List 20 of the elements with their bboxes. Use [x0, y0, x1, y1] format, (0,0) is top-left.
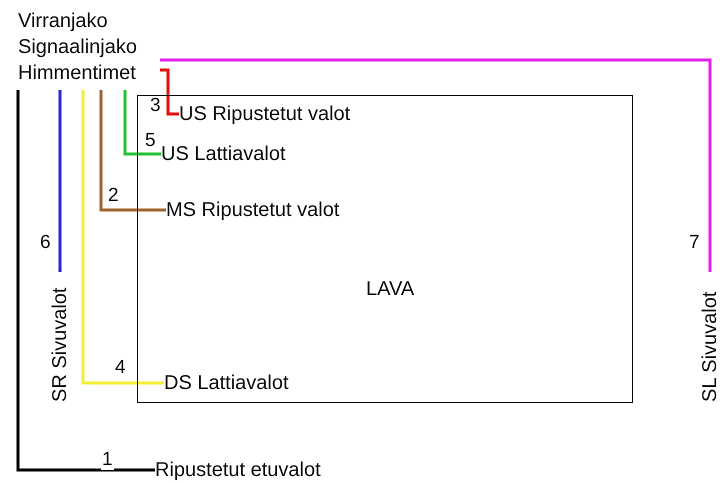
fixture-label: US Ripustetut valot	[179, 101, 350, 127]
fixture-label: MS Ripustetut valot	[166, 197, 340, 223]
fixture-label: US Lattiavalot	[161, 141, 286, 167]
fixture-label: SR Sivuvalot	[47, 272, 73, 402]
edge-label: 1	[101, 450, 114, 470]
source-label: Himmentimet	[18, 61, 136, 86]
fixture-label: DS Lattiavalot	[164, 370, 289, 396]
cable-line	[16, 90, 155, 472]
cable-line	[124, 90, 161, 156]
fixture-label: SL Sivuvalot	[697, 272, 722, 402]
fixture-label: Ripustetut etuvalot	[155, 457, 321, 483]
cable-line	[82, 90, 164, 384]
cable-line	[160, 68, 179, 116]
source-label: Virranjako	[18, 9, 108, 34]
cable-line	[100, 90, 166, 212]
cable-line	[160, 58, 712, 272]
stage-label: LAVA	[366, 277, 414, 302]
cable-line	[58, 90, 62, 272]
source-label: Signaalinjako	[18, 35, 137, 60]
stage-outline	[137, 95, 633, 403]
